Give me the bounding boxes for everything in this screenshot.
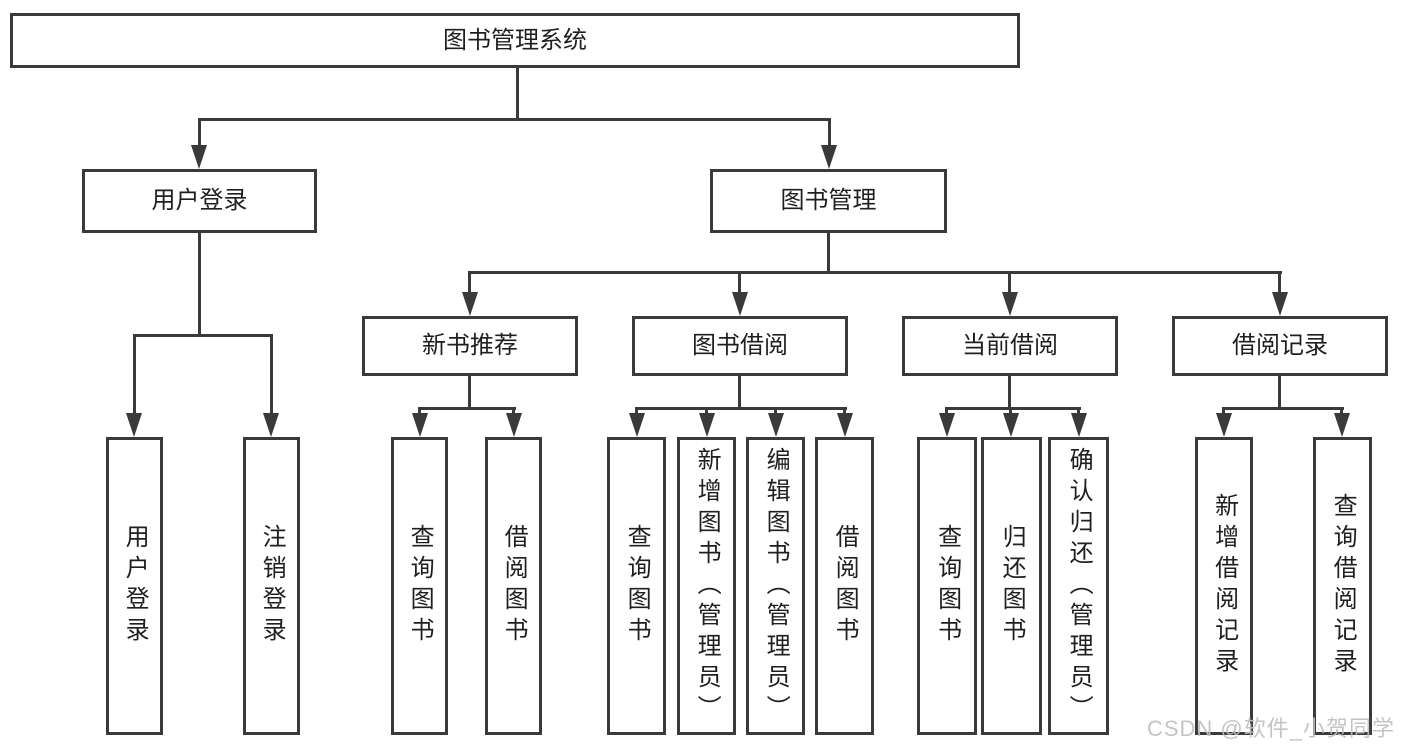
leaf-label: 查询图书 (406, 524, 434, 648)
leaf-label: 查询借阅记录 (1329, 493, 1357, 679)
leaf-logout: 注销登录 (243, 437, 300, 735)
connector-line (418, 407, 421, 416)
leaf-confirm-return-admin: 确认归还（管理员） (1048, 437, 1109, 735)
leaf-add-books-admin: 新增图书（管理员） (677, 437, 736, 735)
leaf-label: 借阅图书 (500, 524, 528, 648)
connector-line (198, 118, 831, 121)
arrow-down-icon (821, 145, 837, 169)
connector-line (512, 407, 515, 416)
node-label: 当前借阅 (962, 332, 1058, 360)
node-label: 新书推荐 (422, 332, 518, 360)
leaf-add-borrow-record: 新增借阅记录 (1195, 437, 1253, 735)
connector-line (738, 271, 741, 295)
arrow-down-icon (1272, 292, 1288, 316)
connector-line (738, 376, 741, 410)
arrow-down-icon (699, 413, 715, 437)
connector-line (1340, 407, 1343, 416)
arrow-down-icon (629, 413, 645, 437)
arrow-down-icon (191, 145, 207, 169)
leaf-label: 归还图书 (998, 524, 1026, 648)
node-borrow-records: 借阅记录 (1172, 316, 1388, 376)
leaf-label: 编辑图书（管理员） (762, 446, 790, 726)
arrow-down-icon (1071, 413, 1087, 437)
arrow-down-icon (506, 413, 522, 437)
node-new-book-recommend: 新书推荐 (362, 316, 578, 376)
leaf-query-books-recommend: 查询图书 (391, 437, 448, 735)
node-label: 借阅记录 (1232, 332, 1328, 360)
leaf-label: 查询图书 (933, 524, 961, 648)
connector-line (843, 407, 846, 416)
arrow-down-icon (1334, 413, 1350, 437)
leaf-label: 注销登录 (258, 524, 286, 648)
leaf-query-books-borrow: 查询图书 (607, 437, 666, 735)
arrow-down-icon (732, 292, 748, 316)
arrow-down-icon (939, 413, 955, 437)
node-current-borrow: 当前借阅 (902, 316, 1118, 376)
arrow-down-icon (126, 413, 142, 437)
node-label: 图书借阅 (692, 332, 788, 360)
connector-line (468, 376, 471, 410)
node-user-login: 用户登录 (82, 169, 317, 233)
leaf-borrow-books-recommend: 借阅图书 (485, 437, 542, 735)
connector-line (270, 334, 273, 416)
leaf-label: 用户登录 (121, 524, 149, 648)
arrow-down-icon (1003, 413, 1019, 437)
connector-line (774, 407, 777, 416)
connector-line (705, 407, 708, 416)
connector-line (468, 271, 471, 295)
arrow-down-icon (412, 413, 428, 437)
connector-line (468, 271, 1282, 274)
leaf-label: 新增借阅记录 (1210, 493, 1238, 679)
node-library-management-system: 图书管理系统 (10, 13, 1020, 68)
connector-line (198, 233, 201, 337)
connector-line (418, 407, 516, 410)
connector-line (198, 118, 201, 148)
arrow-down-icon (462, 292, 478, 316)
connector-line (516, 68, 519, 119)
arrow-down-icon (768, 413, 784, 437)
csdn-watermark: CSDN @软件_小贺同学 (1146, 716, 1395, 741)
connector-line (945, 407, 1081, 410)
leaf-label: 查询图书 (623, 524, 651, 648)
leaf-query-books-current: 查询图书 (917, 437, 977, 735)
arrow-down-icon (1216, 413, 1232, 437)
leaf-borrow-books: 借阅图书 (815, 437, 874, 735)
connector-line (1278, 271, 1281, 295)
leaf-label: 借阅图书 (831, 524, 859, 648)
connector-line (1222, 407, 1344, 410)
leaf-label: 新增图书（管理员） (693, 446, 721, 726)
connector-line (1278, 376, 1281, 410)
connector-line (827, 233, 830, 274)
node-label: 图书管理系统 (443, 26, 587, 54)
connector-line (1077, 407, 1080, 416)
connector-line (635, 407, 847, 410)
node-book-borrow: 图书借阅 (632, 316, 848, 376)
connector-line (1008, 271, 1011, 295)
connector-line (1009, 407, 1012, 416)
node-label: 图书管理 (780, 187, 877, 215)
leaf-label: 确认归还（管理员） (1065, 446, 1093, 726)
leaf-return-books: 归还图书 (981, 437, 1042, 735)
arrow-down-icon (1002, 292, 1018, 316)
node-book-management: 图书管理 (710, 169, 947, 233)
connector-line (635, 407, 638, 416)
arrow-down-icon (263, 413, 279, 437)
connector-line (1008, 376, 1011, 410)
connector-line (1222, 407, 1225, 416)
leaf-query-borrow-record: 查询借阅记录 (1313, 437, 1372, 735)
arrow-down-icon (837, 413, 853, 437)
leaf-user-login: 用户登录 (106, 437, 163, 735)
leaf-edit-books-admin: 编辑图书（管理员） (746, 437, 805, 735)
connector-line (133, 334, 273, 337)
connector-line (828, 118, 831, 148)
node-label: 用户登录 (151, 187, 248, 215)
connector-line (133, 334, 136, 416)
connector-line (945, 407, 948, 416)
